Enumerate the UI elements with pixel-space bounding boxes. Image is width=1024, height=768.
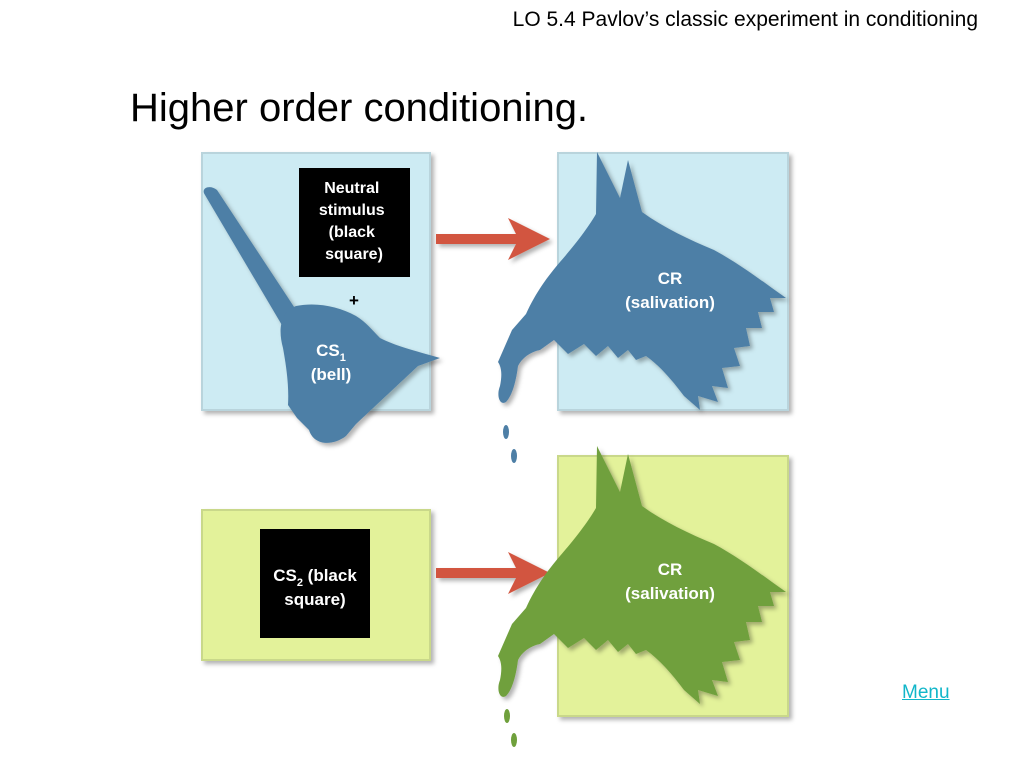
cr-desc-top: (salivation)	[625, 293, 715, 312]
cs2-label-line2: square)	[284, 590, 345, 609]
cr-label-top: CR	[658, 269, 683, 288]
menu-link[interactable]: Menu	[902, 682, 950, 703]
slide-title: Higher order conditioning.	[130, 86, 589, 130]
dog-head-icon	[498, 152, 786, 410]
saliva-drops-top	[503, 425, 517, 463]
dog-head-icon	[498, 446, 786, 704]
cs1-label: CS1	[316, 341, 346, 364]
cs2-label: CS2 (black	[273, 566, 357, 589]
plus-sign: +	[349, 291, 359, 310]
neutral-stimulus-label: Neutral stimulus (black square)	[319, 180, 389, 263]
cr-label-bottom: CR	[658, 560, 683, 579]
cs2-black-square	[260, 529, 370, 638]
saliva-drops-bottom	[504, 709, 517, 747]
learning-objective-header: LO 5.4 Pavlov’s classic experiment in co…	[512, 8, 978, 31]
arrow-right-icon	[436, 552, 550, 594]
arrow-right-icon	[436, 218, 550, 260]
cr-desc-bottom: (salivation)	[625, 584, 715, 603]
cs1-name-label: (bell)	[311, 365, 352, 384]
bell-icon	[203, 187, 440, 443]
neutral-stimulus-square	[299, 168, 410, 277]
